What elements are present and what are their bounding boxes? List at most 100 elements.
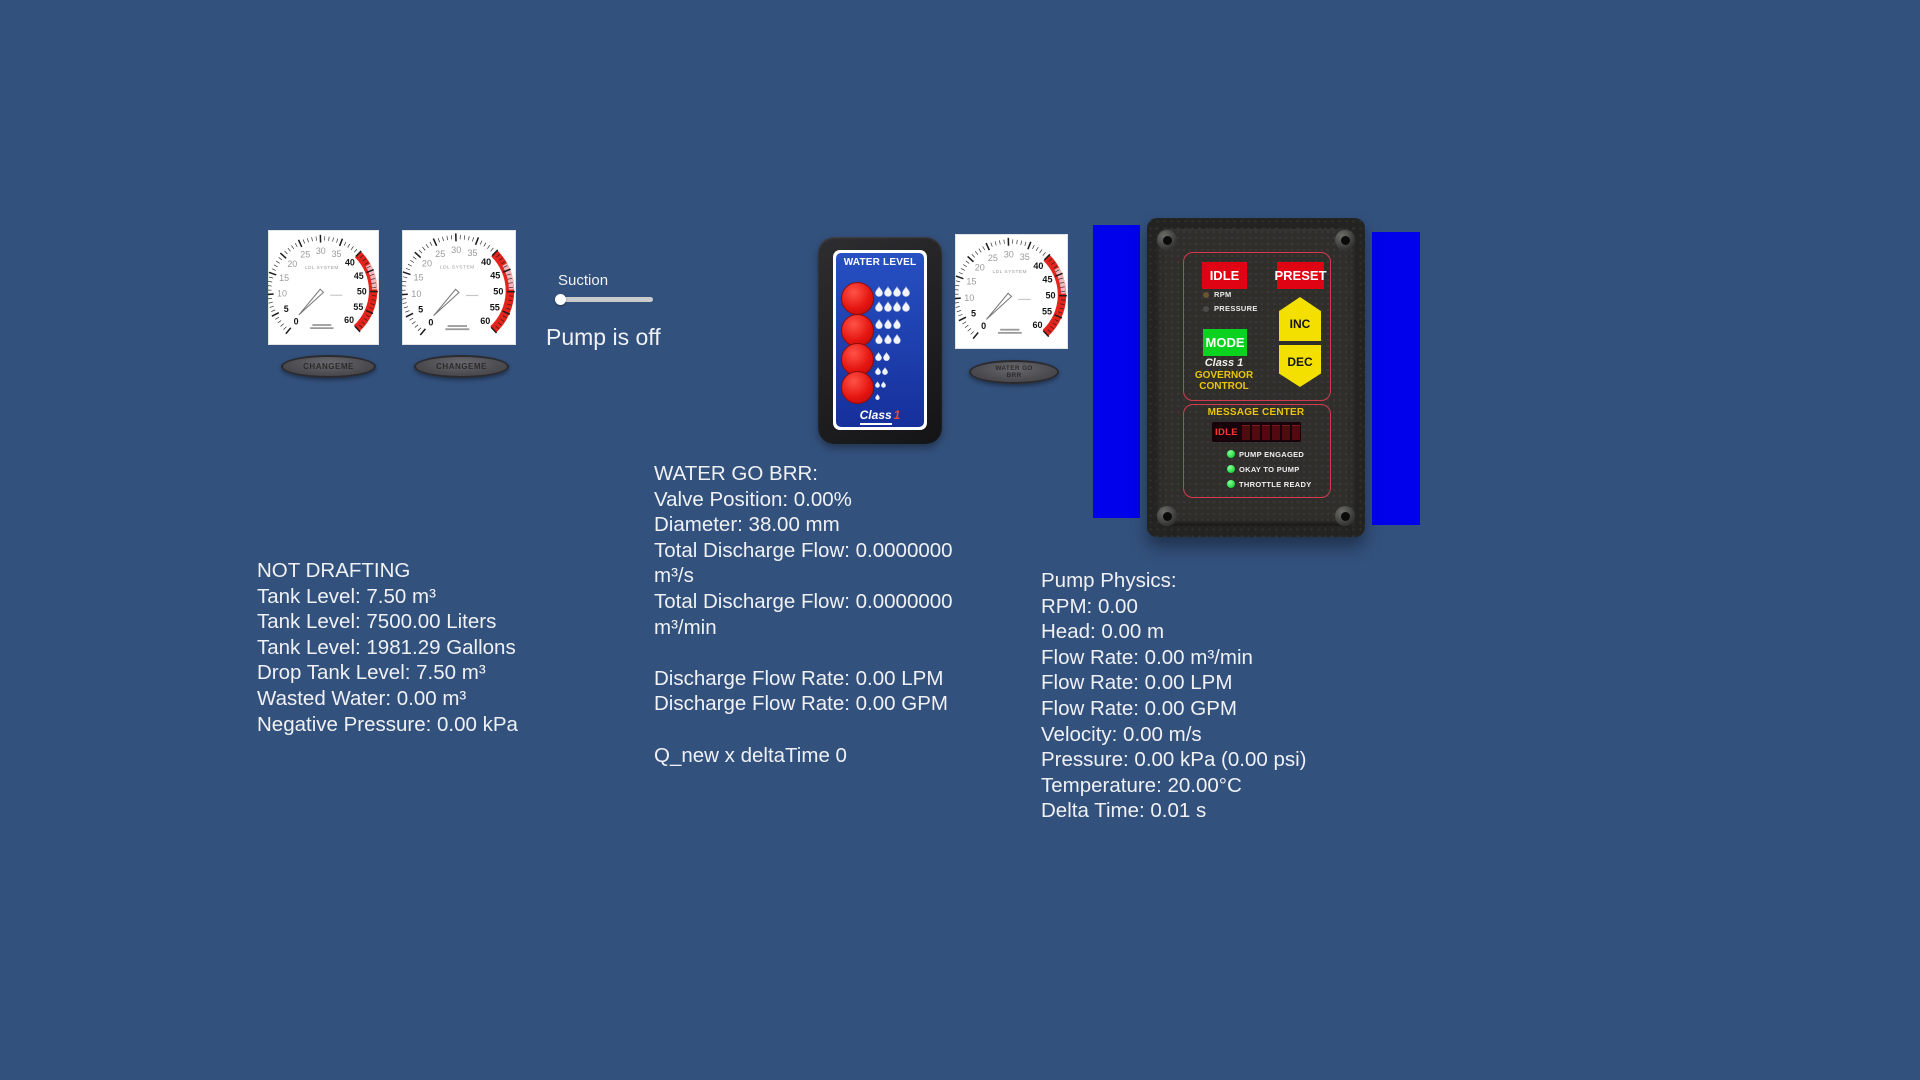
text-line: Flow Rate: 0.00 m³/min <box>1041 645 1253 669</box>
droplet-icon <box>875 331 883 349</box>
droplet-icon <box>902 284 910 302</box>
governor-upper-section <box>1183 252 1331 401</box>
droplet-icon <box>893 284 901 302</box>
suction-slider-thumb[interactable] <box>555 294 566 305</box>
display-segment <box>1251 424 1261 440</box>
pressure-indicator-label: PRESSURE <box>1214 304 1258 313</box>
droplet-icon <box>893 299 901 317</box>
svg-text:25: 25 <box>988 253 998 263</box>
text-line <box>654 717 953 743</box>
svg-text:50: 50 <box>357 287 367 297</box>
text-line: Wasted Water: 0.00 m³ <box>257 686 467 710</box>
droplet-icon <box>875 348 882 366</box>
governor-class1-logo: Class 1 <box>1183 357 1265 369</box>
text-line: Head: 0.00 m <box>1041 620 1165 644</box>
droplet-icon <box>875 387 880 405</box>
blue-rect-right <box>1372 232 1420 525</box>
screw-icon <box>1335 230 1355 250</box>
svg-text:5: 5 <box>971 308 976 318</box>
droplet-icon <box>875 284 883 302</box>
governor-caption-line2: CONTROL <box>1199 381 1249 392</box>
status-led-label: THROTTLE READY <box>1239 479 1312 489</box>
droplet-icon <box>893 316 901 334</box>
text-line: Diameter: 38.00 mm <box>654 513 840 537</box>
svg-text:60: 60 <box>344 315 354 325</box>
text-line: RPM: 0.00 <box>1041 594 1138 618</box>
governor-class1-number: 1 <box>1237 357 1244 369</box>
droplet-icon <box>902 299 910 317</box>
text-line: Q_new x deltaTime 0 <box>654 743 847 767</box>
green-led-icon <box>1227 465 1235 473</box>
suction-slider[interactable] <box>555 294 653 305</box>
changeme-button-1[interactable]: CHANGEME <box>281 355 376 378</box>
screw-icon <box>1157 506 1177 526</box>
droplet-icon <box>875 375 880 393</box>
water-go-brr-button[interactable]: WATER GO BRR <box>969 360 1059 384</box>
water-go-brr-button-line2: BRR <box>1006 372 1022 379</box>
svg-text:35: 35 <box>1020 252 1030 262</box>
droplet-row <box>875 316 901 334</box>
text-line: Valve Position: 0.00% <box>654 487 852 511</box>
svg-text:55: 55 <box>490 303 500 313</box>
text-line: Pressure: 0.00 kPa (0.00 psi) <box>1041 748 1307 772</box>
water-go-brr-button-line1: WATER GO <box>995 365 1033 372</box>
droplet-icon <box>884 316 892 334</box>
svg-text:15: 15 <box>413 273 423 283</box>
display-segment <box>1271 424 1281 440</box>
svg-text:45: 45 <box>354 271 364 281</box>
screw-icon <box>1335 506 1355 526</box>
display-segment <box>1241 424 1251 440</box>
text-line: Negative Pressure: 0.00 kPa <box>257 712 518 736</box>
svg-text:30: 30 <box>451 245 461 255</box>
svg-text:0: 0 <box>428 318 433 328</box>
status-led-label: OKAY TO PUMP <box>1239 464 1300 474</box>
droplet-icon <box>875 299 883 317</box>
svg-text:30: 30 <box>1004 249 1014 259</box>
svg-text:LDL SYSTEM: LDL SYSTEM <box>993 269 1028 275</box>
blue-rect-left <box>1093 225 1140 518</box>
svg-text:60: 60 <box>1033 320 1043 330</box>
screw-icon <box>1157 230 1177 250</box>
svg-text:45: 45 <box>490 271 500 281</box>
text-line: m³/min <box>654 615 717 639</box>
rpm-indicator-label: RPM <box>1214 290 1232 299</box>
svg-text:0: 0 <box>294 317 299 327</box>
droplet-icon <box>884 299 892 317</box>
svg-text:15: 15 <box>966 277 976 287</box>
svg-text:40: 40 <box>345 258 355 268</box>
changeme-button-2-label: CHANGEME <box>436 362 487 371</box>
droplet-row <box>875 284 910 302</box>
text-line: Pump Physics: <box>1041 569 1177 592</box>
droplet-icon <box>881 375 886 393</box>
idle-button[interactable]: IDLE <box>1202 262 1247 289</box>
text-line: Velocity: 0.00 m/s <box>1041 722 1202 746</box>
svg-text:15: 15 <box>279 273 289 283</box>
governor-caption-line1: GOVERNOR <box>1194 370 1254 381</box>
mode-button[interactable]: MODE <box>1203 329 1247 356</box>
water-level-light <box>841 314 874 347</box>
droplet-icon <box>883 348 890 366</box>
preset-button[interactable]: PRESET <box>1275 262 1327 289</box>
text-line: Tank Level: 7500.00 Liters <box>257 610 497 634</box>
message-center-section <box>1183 404 1331 498</box>
green-led-icon <box>1227 450 1235 458</box>
droplet-icon <box>882 362 888 380</box>
text-line: NOT DRAFTING <box>257 559 411 582</box>
governor-class1-word: Class <box>1204 357 1235 369</box>
svg-text:55: 55 <box>1042 307 1052 317</box>
svg-text:60: 60 <box>480 316 490 326</box>
text-line: Total Discharge Flow: 0.0000000 <box>654 589 953 613</box>
water-level-light <box>841 371 874 404</box>
display-segment <box>1291 424 1301 440</box>
svg-text:LDL SYSTEM: LDL SYSTEM <box>440 265 475 271</box>
display-segment <box>1281 424 1291 440</box>
changeme-button-2[interactable]: CHANGEME <box>414 355 509 378</box>
text-line: Tank Level: 7.50 m³ <box>257 584 436 608</box>
pump-status-text: Pump is off <box>546 324 661 350</box>
suction-slider-label: Suction <box>558 272 609 289</box>
class1-logo-word: Class <box>859 408 892 425</box>
